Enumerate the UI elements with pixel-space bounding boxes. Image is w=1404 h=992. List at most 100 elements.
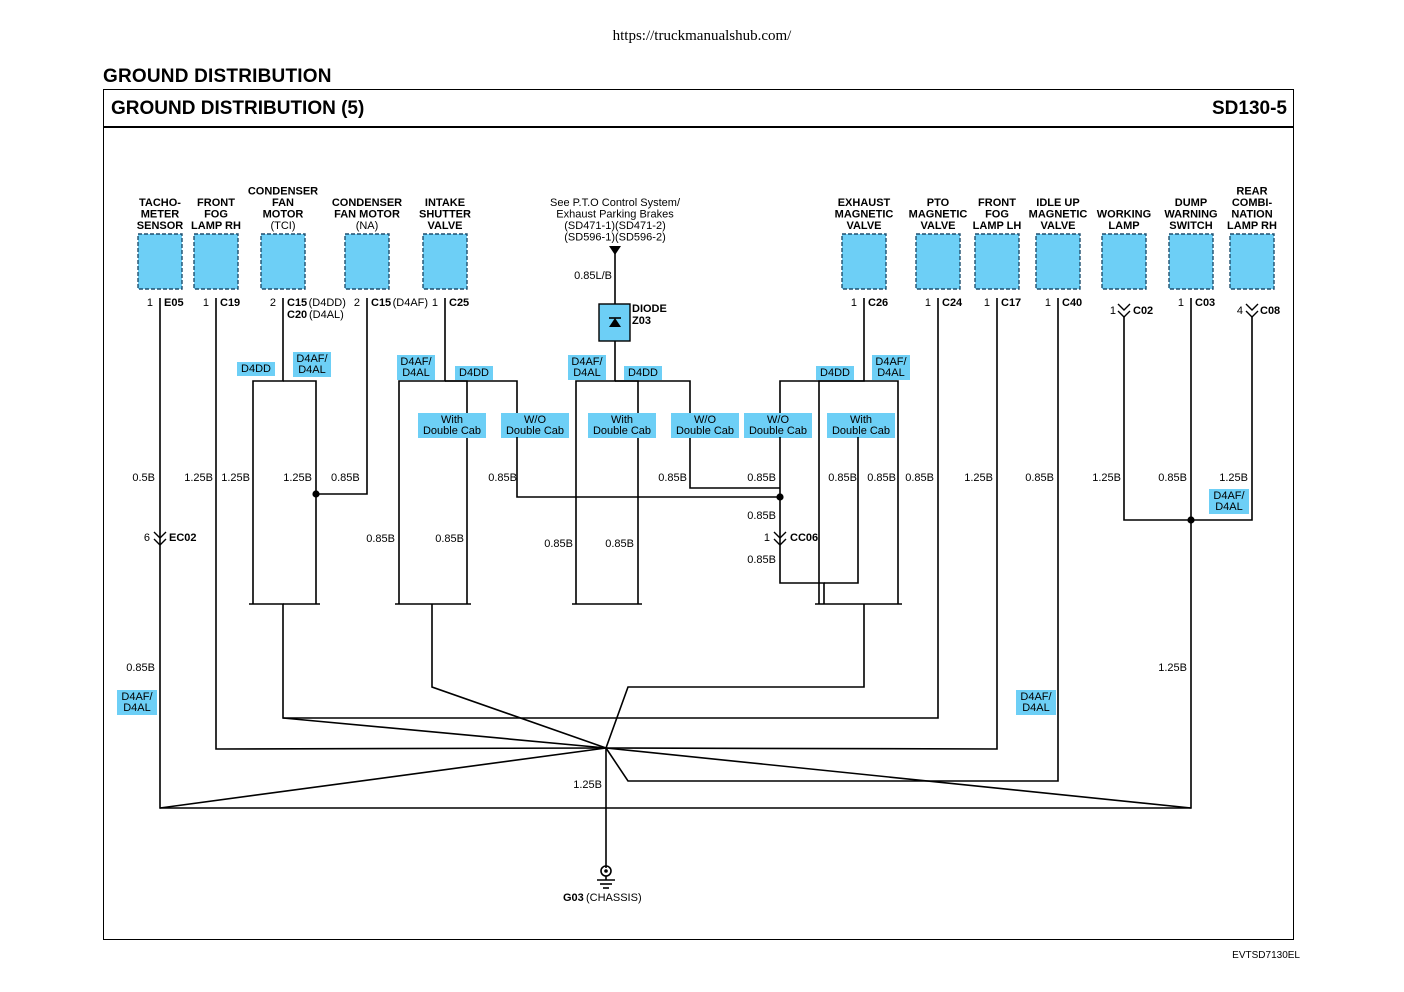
component-label: MAGNETIC (909, 209, 968, 221)
connector-note: (D4DD) (309, 297, 346, 309)
component-label: PTO (927, 197, 950, 209)
splice-point (776, 493, 784, 501)
option-tag-label: Double Cab (749, 425, 807, 437)
pin-number: 4 (1237, 305, 1243, 317)
option-tag (293, 352, 331, 377)
wire-size: 0.85B (1158, 472, 1187, 484)
component-label: WORKING (1097, 209, 1151, 221)
option-tag-label: W/O (767, 414, 789, 426)
component-box (137, 233, 183, 290)
component-box (1168, 233, 1214, 290)
ground-id: G03 (563, 892, 584, 904)
connector-id: C08 (1260, 305, 1280, 317)
wire (215, 298, 607, 750)
footer-code: EVTSD7130EL (1232, 950, 1300, 961)
option-tag-label: D4DD (241, 363, 271, 375)
component-box (1101, 233, 1147, 290)
option-tag-label: D4AL (1215, 501, 1243, 513)
component-label: COMBI- (1232, 197, 1273, 209)
component-label: FRONT (978, 197, 1016, 209)
wire-size: 0.85B (747, 510, 776, 522)
option-tag-label: D4AF/ (571, 356, 603, 368)
component-label: LAMP LH (973, 220, 1022, 232)
connector-id: C03 (1195, 297, 1215, 309)
option-tag (1016, 690, 1056, 715)
option-tag-label: D4AF/ (296, 353, 328, 365)
wire-size: 0.85B (366, 533, 395, 545)
diode-icon (609, 318, 621, 327)
wire-size: 1.25B (1219, 472, 1248, 484)
option-tag-label: W/O (694, 414, 716, 426)
component-label: SHUTTER (419, 209, 471, 221)
component-label: CONDENSER (332, 197, 402, 209)
option-tag-label: D4AL (573, 367, 601, 379)
wire (159, 747, 607, 809)
option-tag-label: Double Cab (832, 425, 890, 437)
connector-id: CC06 (790, 532, 818, 544)
component-label: FRONT (197, 197, 235, 209)
option-tag (117, 690, 157, 715)
wire (605, 298, 1059, 782)
option-tag (1209, 489, 1249, 514)
wire-size: 0.85B (747, 554, 776, 566)
option-tag-label: D4AF/ (121, 691, 153, 703)
splice-point (312, 490, 320, 498)
option-tag-label: D4AF/ (400, 356, 432, 368)
pin-number: 1 (984, 297, 990, 309)
option-tag (744, 413, 812, 438)
option-tag-label: Double Cab (423, 425, 481, 437)
component-label: IDLE UP (1036, 197, 1079, 209)
wire (779, 437, 825, 604)
component-box (344, 233, 390, 290)
reference-note: Exhaust Parking Brakes (556, 209, 674, 221)
wire-size: 0.85B (605, 538, 634, 550)
diagram-title: GROUND DISTRIBUTION (5) (111, 98, 365, 119)
component-label: LAMP (1108, 220, 1139, 232)
component-label: DUMP (1175, 197, 1207, 209)
pin-number: 1 (764, 532, 770, 544)
connector-id: C15 (287, 297, 307, 309)
option-tag-label: With (850, 414, 872, 426)
wire-size: 0.85B (488, 472, 517, 484)
connector-symbol (153, 538, 167, 546)
component-label: NATION (1231, 209, 1272, 221)
connector-id: C17 (1001, 297, 1021, 309)
component-label: SWITCH (1169, 220, 1212, 232)
wire (516, 437, 780, 498)
component-label: EXHAUST (838, 197, 891, 209)
wire-size: 0.85B (544, 538, 573, 550)
option-tag-label: Double Cab (506, 425, 564, 437)
pin-number: 1 (925, 297, 931, 309)
pin-number: 1 (1045, 297, 1051, 309)
option-tag (237, 362, 275, 376)
option-tag-label: D4AL (298, 364, 326, 376)
option-tag-label: D4DD (628, 367, 658, 379)
reference-note: See P.T.O Control System/ (550, 197, 681, 209)
option-tag (671, 413, 739, 438)
component-label: MOTOR (263, 209, 304, 221)
wire-size: 0.85B (435, 533, 464, 545)
reference-note: (SD471-1)(SD471-2) (564, 220, 665, 232)
component-box (1035, 233, 1081, 290)
wire-size: 0.85B (331, 472, 360, 484)
component-label: MAGNETIC (835, 209, 894, 221)
connector-id: C20 (287, 309, 307, 321)
section-title: GROUND DISTRIBUTION (103, 66, 332, 87)
wire (398, 298, 446, 604)
option-tag-label: D4AL (402, 367, 430, 379)
wire-size: 1.25B (1092, 472, 1121, 484)
connector-id: C40 (1062, 297, 1082, 309)
connector-id: C24 (942, 297, 963, 309)
diode-id: Z03 (632, 315, 651, 327)
option-tag-label: D4AL (1022, 702, 1050, 714)
option-tag-label: Double Cab (676, 425, 734, 437)
wire (316, 298, 368, 495)
component-label: REAR (1236, 186, 1267, 198)
wire-size: 0.85B (867, 472, 896, 484)
pin-number: 1 (432, 297, 438, 309)
component-label: VALVE (920, 220, 955, 232)
option-tag (455, 366, 493, 380)
wire-size: 1.25B (1158, 662, 1187, 674)
diode-label: DIODE (632, 303, 667, 315)
wire-size: 0.85B (828, 472, 857, 484)
